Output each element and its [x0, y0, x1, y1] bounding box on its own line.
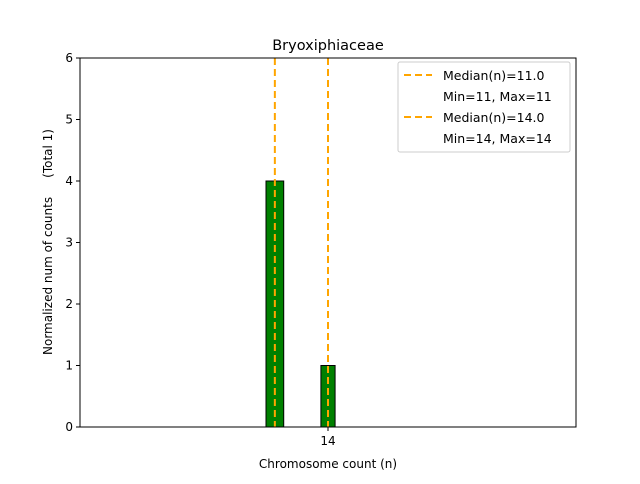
y-tick-label: 1 [65, 359, 73, 373]
y-tick-label: 6 [65, 51, 73, 65]
y-tick-label: 5 [65, 113, 73, 127]
x-axis-label: Chromosome count (n) [259, 457, 397, 471]
legend-range-label: Min=14, Max=14 [443, 131, 552, 146]
y-axis-label: Normalized num of counts (Total 1) [41, 129, 55, 355]
chart-title: Bryoxiphiaceae [272, 38, 384, 54]
legend-median-label: Median(n)=11.0 [443, 68, 544, 83]
legend-median-label: Median(n)=14.0 [443, 110, 544, 125]
y-tick-label: 3 [65, 236, 73, 250]
legend-frame [397, 61, 571, 153]
bar [320, 365, 336, 428]
x-tick-label: 14 [320, 434, 335, 448]
legend-range-label: Min=11, Max=11 [443, 89, 552, 104]
y-tick-label: 2 [65, 297, 73, 311]
y-tick-label: 0 [65, 420, 73, 434]
y-tick-label: 4 [65, 174, 73, 188]
